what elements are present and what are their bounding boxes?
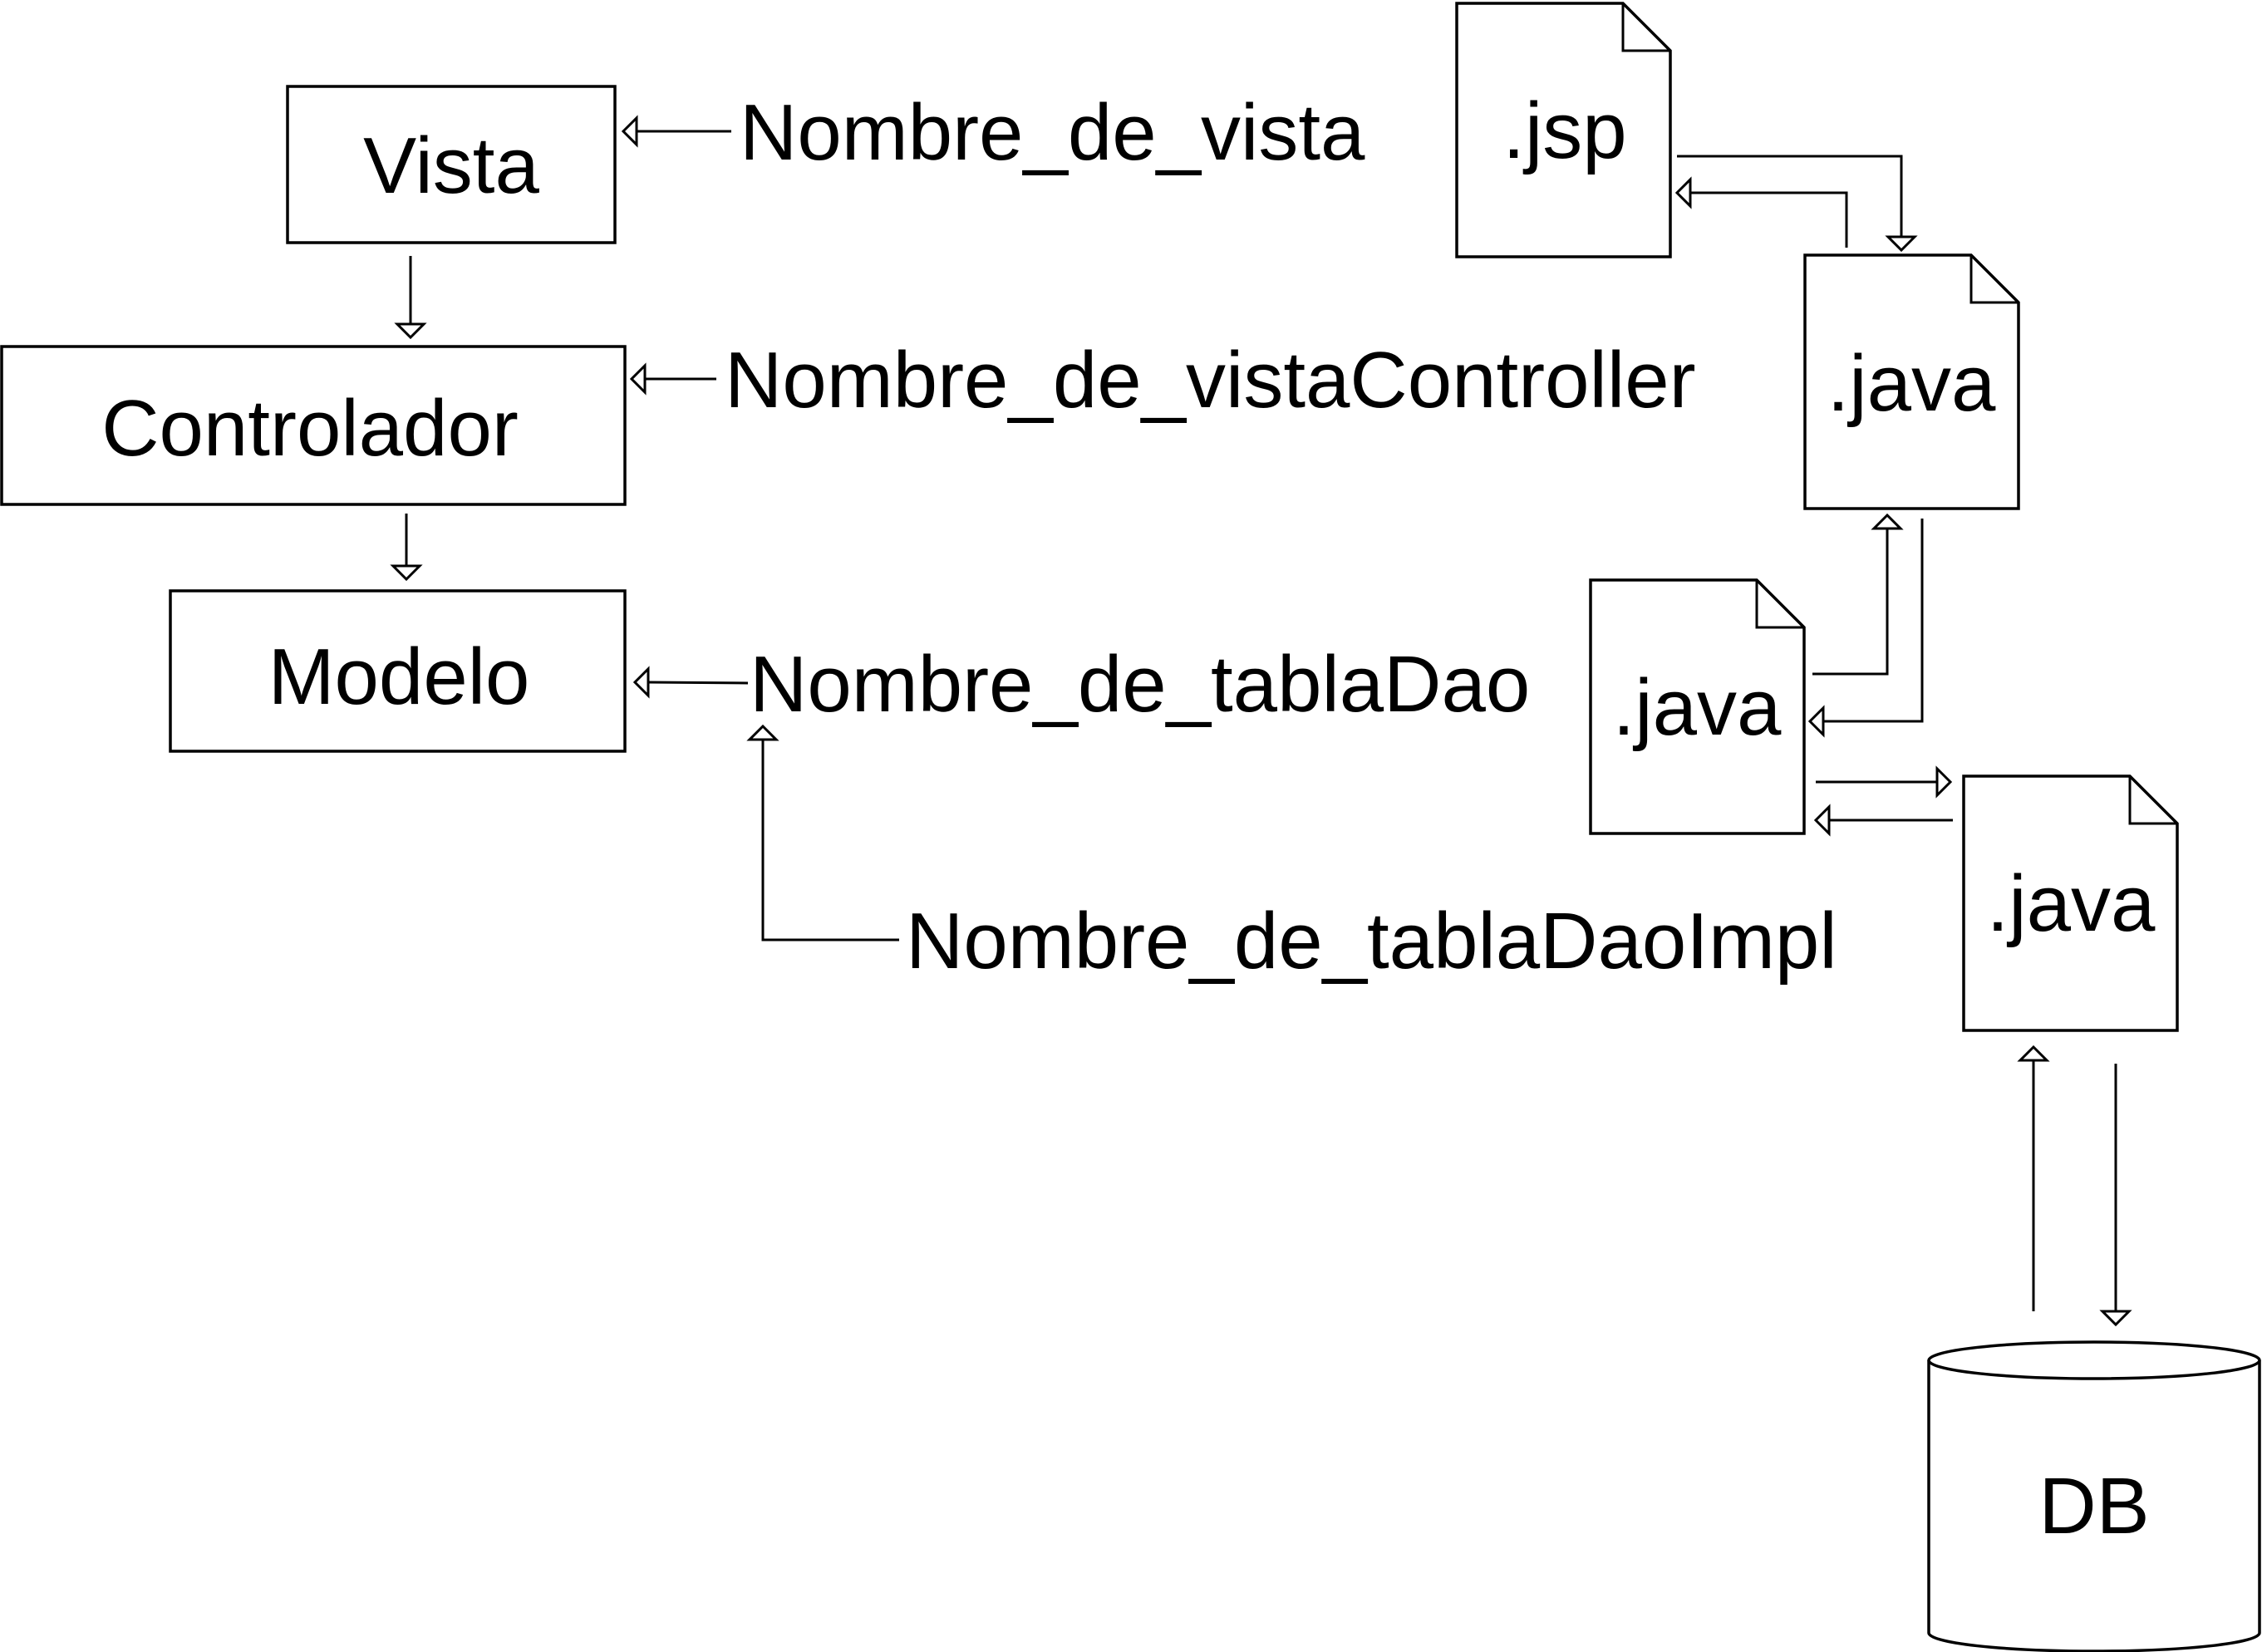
- nombre-de-tabla-dao-label: Nombre_de_tablaDao: [750, 640, 1530, 729]
- java-controller-file-label: .java: [1827, 339, 1996, 428]
- arrow-java-controller-to-java-dao: [1807, 519, 1924, 738]
- vista-label: Vista: [363, 121, 539, 210]
- database-icon: DB: [1927, 1340, 2261, 1652]
- vista-box: Vista: [286, 85, 617, 244]
- controlador-box: Controlador: [0, 345, 627, 506]
- java-dao-file-label: .java: [1613, 663, 1782, 752]
- jsp-file-icon: .jsp: [1455, 2, 1672, 258]
- arrow-nombre-de-vista: [621, 115, 731, 148]
- java-dao-impl-file-label: .java: [1987, 859, 2156, 948]
- arrow-controlador-to-modelo: [390, 514, 423, 582]
- nombre-de-vista-label: Nombre_de_vista: [740, 88, 1365, 177]
- arrow-java-controller-to-jsp: [1674, 176, 1848, 248]
- arrow-java-dao-impl-to-db: [2099, 1064, 2132, 1327]
- arrow-nombre-de-tabla-dao: [632, 666, 749, 699]
- java-controller-file-icon: .java: [1803, 253, 2020, 510]
- java-dao-file-icon: .java: [1589, 578, 1806, 835]
- modelo-box: Modelo: [169, 589, 627, 753]
- modelo-label: Modelo: [268, 632, 530, 721]
- arrow-java-dao-to-java-dao-impl: [1816, 765, 1953, 799]
- nombre-de-vista-controller-label: Nombre_de_vistaController: [725, 336, 1696, 425]
- arrow-java-dao-to-java-controller: [1812, 513, 1904, 676]
- database-label: DB: [2038, 1462, 2149, 1551]
- java-dao-impl-file-icon: .java: [1962, 774, 2179, 1032]
- jsp-file-label: .jsp: [1502, 86, 1626, 175]
- arrow-vista-to-controlador: [394, 256, 427, 340]
- arrow-nombre-de-tabla-dao-impl: [746, 724, 899, 942]
- arrow-nombre-de-vista-controller: [629, 362, 716, 396]
- nombre-de-tabla-dao-impl-label: Nombre_de_tablaDaoImpl: [906, 897, 1837, 986]
- controlador-label: Controlador: [101, 384, 519, 473]
- arrow-db-to-java-dao-impl: [2017, 1045, 2050, 1311]
- arrow-java-dao-impl-to-java-dao: [1813, 804, 1953, 837]
- arrow-jsp-to-java-controller: [1677, 155, 1918, 253]
